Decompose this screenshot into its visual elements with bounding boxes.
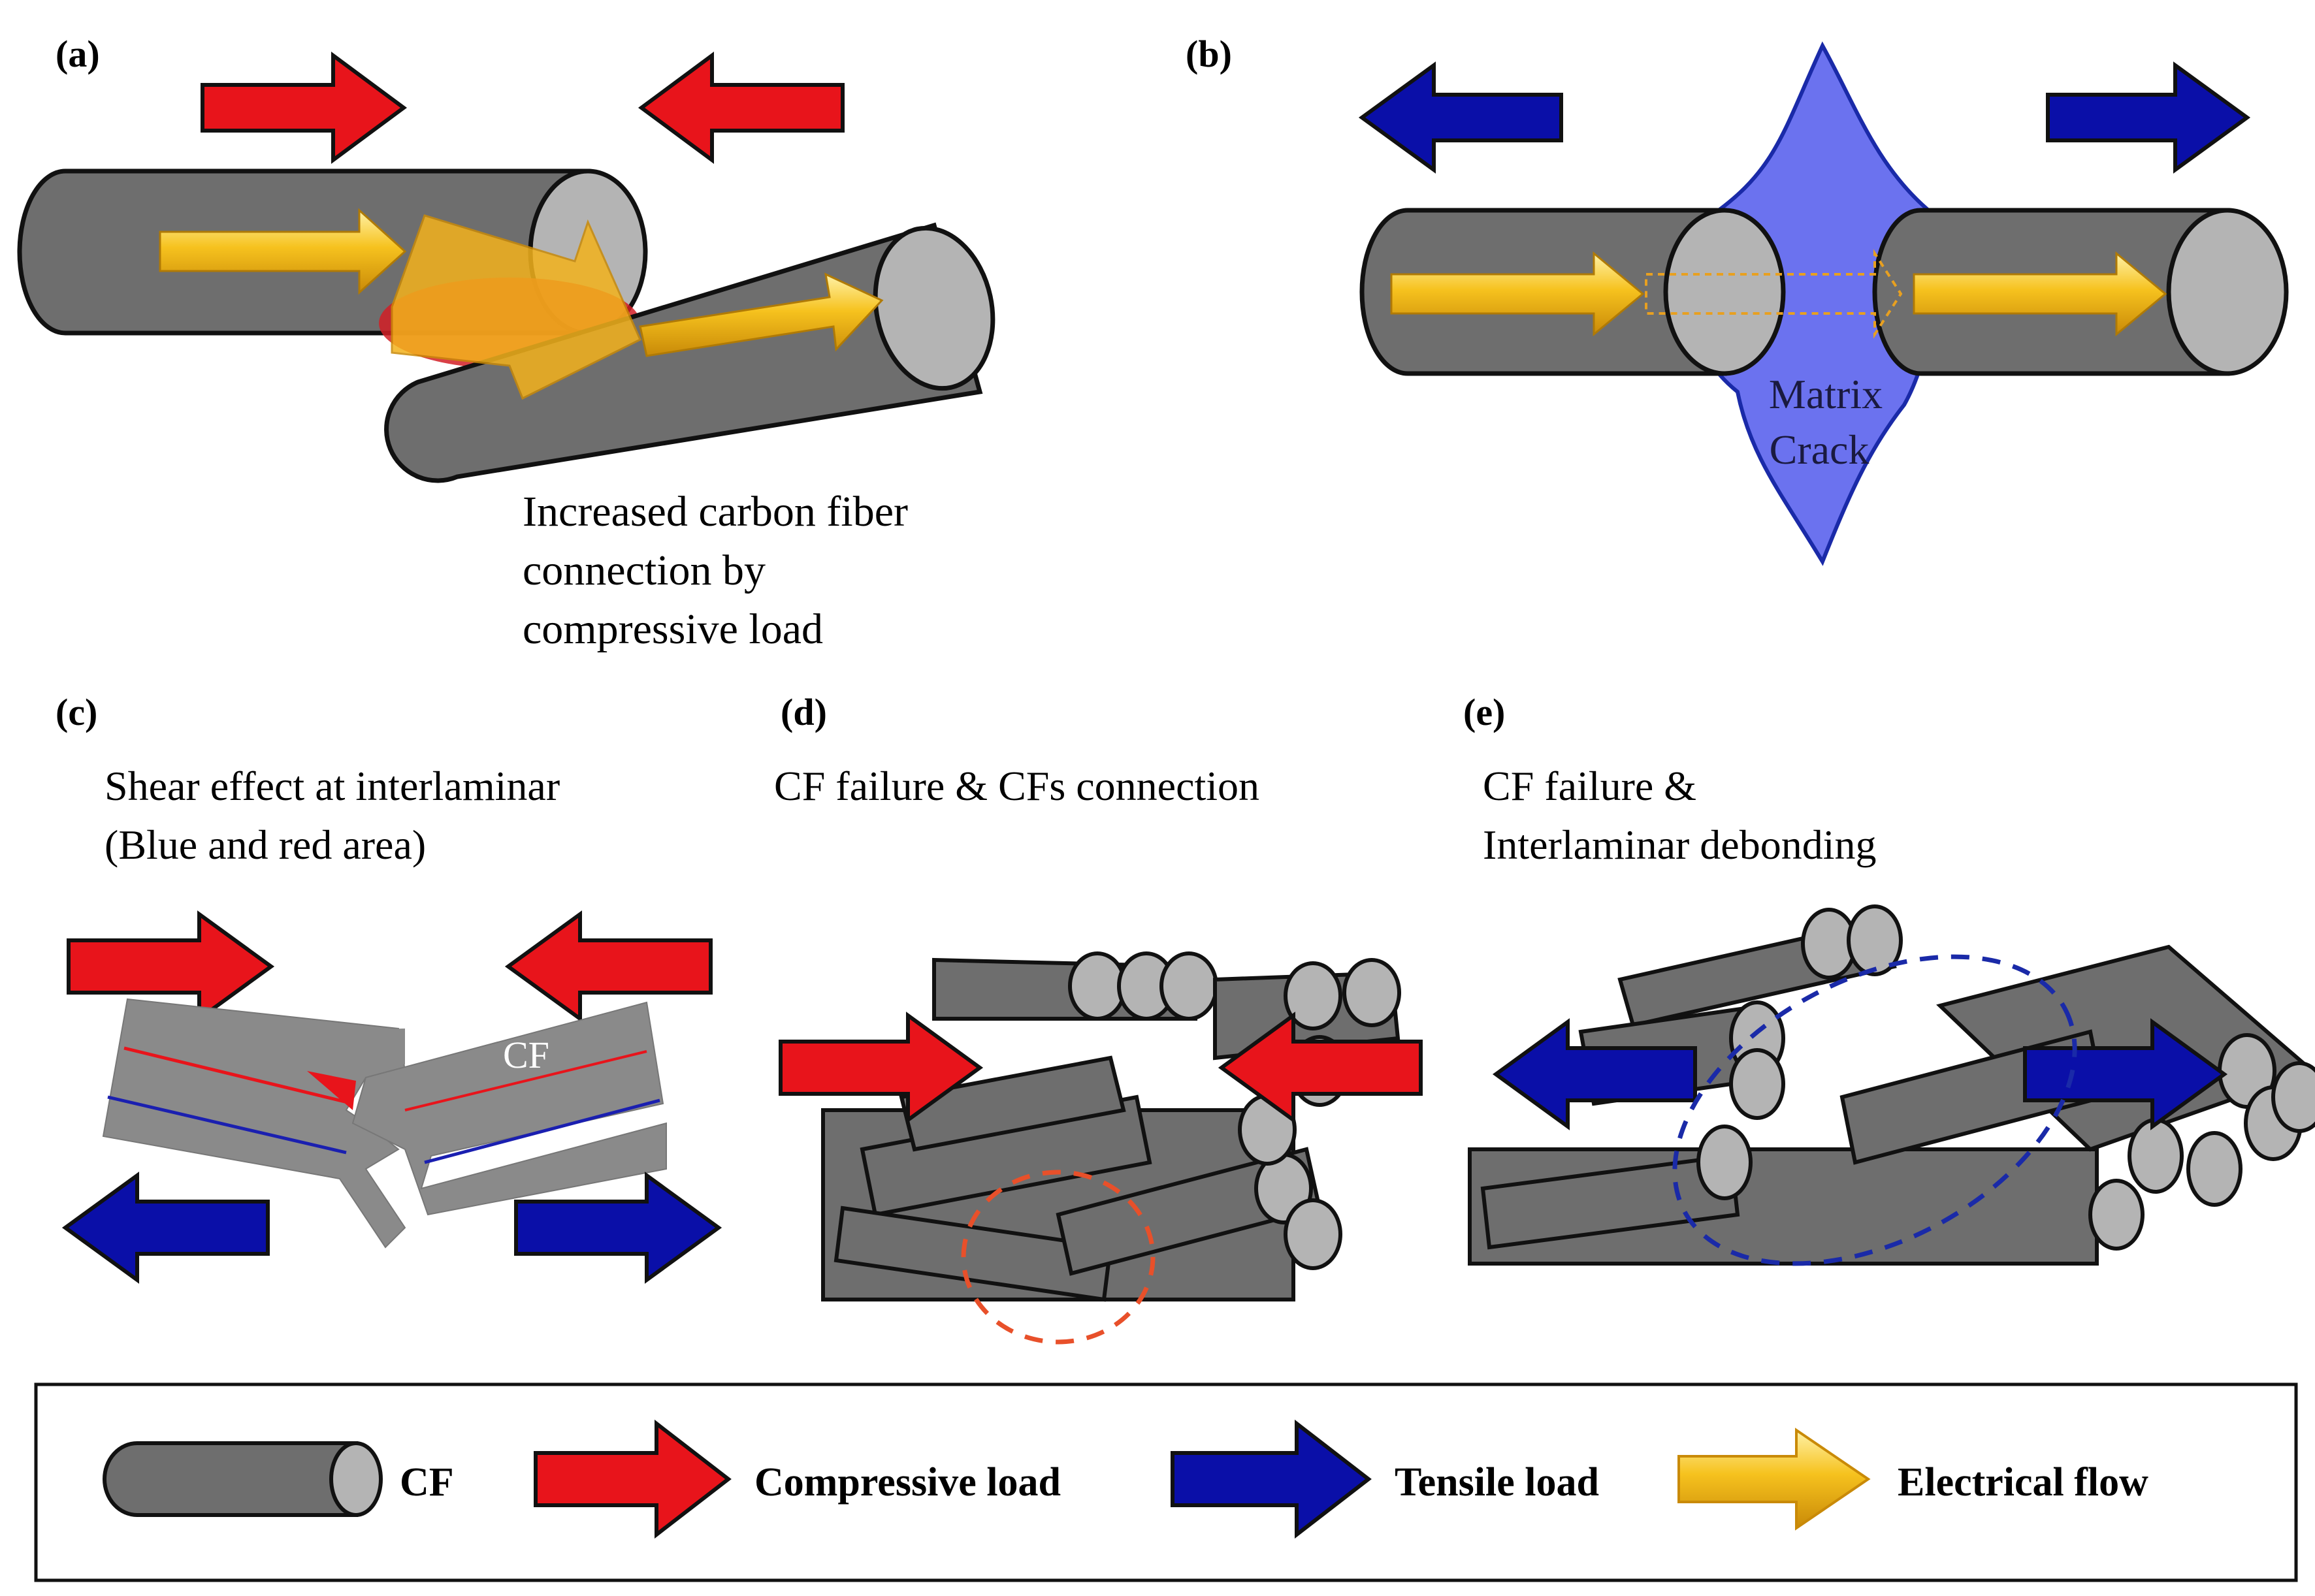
panel-a-caption-line-2: connection by xyxy=(523,547,766,594)
panel-b-electrical-arrow-right xyxy=(1913,251,2167,337)
panel-b-label: (b) xyxy=(1186,33,1232,75)
panel-e-label: (e) xyxy=(1463,691,1505,733)
panel-e: (e) CF failure & Interlaminar debonding xyxy=(1463,691,2315,1266)
panel-d: (d) CF failure & CFs connection xyxy=(774,691,1423,1345)
panel-a-electrical-burst xyxy=(391,214,641,400)
panel-c-caption-line-1: Shear effect at interlaminar xyxy=(105,763,560,809)
panel-a-caption-line-3: compressive load xyxy=(523,605,823,653)
panel-e-debonding-circle xyxy=(1672,954,2077,1266)
legend-tensile-label: Tensile load xyxy=(1395,1460,1599,1505)
panel-c: (c) Shear effect at interlaminar (Blue a… xyxy=(56,691,722,1284)
panel-a-electrical-arrow-1 xyxy=(159,208,407,295)
legend: CF Compressive load Tensile load Electri… xyxy=(34,1382,2298,1582)
panel-c-laminate-right xyxy=(351,1001,667,1216)
panel-e-caption-line-1: CF failure & xyxy=(1483,763,1696,809)
panel-b-tensile-arrow-right xyxy=(2046,61,2251,174)
panel-a-label: (a) xyxy=(56,33,100,75)
panel-b-crack-line-2: Crack xyxy=(1770,426,1870,473)
panel-c-shear-red-line-left xyxy=(123,1046,353,1106)
panel-d-failure-circle xyxy=(961,1170,1156,1345)
panel-e-caption-line-2: Interlaminar debonding xyxy=(1483,822,1876,868)
legend-tensile-icon xyxy=(1171,1419,1372,1539)
panel-b-crack-line-1: Matrix xyxy=(1769,371,1883,417)
legend-box xyxy=(34,1382,2298,1582)
panel-c-shear-blue-line-right xyxy=(424,1098,660,1164)
panel-c-shear-blue-line-left xyxy=(107,1095,347,1155)
panel-b-electrical-arrow-broken xyxy=(1645,249,1903,339)
legend-cf-icon xyxy=(103,1441,383,1517)
panel-b-electrical-arrow-left xyxy=(1390,251,1645,337)
panel-c-shear-red-line-right xyxy=(404,1050,647,1111)
panel-d-compressive-arrow-right xyxy=(779,1012,984,1124)
panel-c-tensile-arrow-right xyxy=(514,1172,722,1284)
panel-c-caption-line-2: (Blue and red area) xyxy=(105,822,426,868)
panel-a-compressive-arrow-right xyxy=(201,52,408,164)
panel-c-label: (c) xyxy=(56,691,97,733)
legend-compressive-label: Compressive load xyxy=(754,1460,1061,1505)
panel-c-compressive-arrow-right xyxy=(67,910,275,1023)
panel-d-fiber-bundle xyxy=(821,951,1401,1302)
panel-d-label: (d) xyxy=(781,691,827,733)
panel-b: (b) Matrix Crack xyxy=(1186,33,2289,566)
panel-e-tensile-arrow-left xyxy=(1492,1018,1697,1130)
panel-d-caption: CF failure & CFs connection xyxy=(774,763,1259,809)
panel-a-electrical-arrow-2 xyxy=(639,272,884,357)
panel-a-caption-line-1: Increased carbon fiber xyxy=(523,488,908,535)
panel-a: (a) Increased carbon fiber xyxy=(17,33,996,653)
legend-electrical-icon xyxy=(1677,1428,1871,1531)
panel-c-fiber-label: CF xyxy=(503,1034,549,1076)
legend-electrical-label: Electrical flow xyxy=(1898,1460,2148,1505)
panel-b-tensile-arrow-left xyxy=(1358,61,1563,174)
panel-c-tensile-arrow-left xyxy=(61,1172,270,1284)
panel-c-compressive-arrow-left xyxy=(504,910,713,1023)
panel-a-compressive-arrow-left xyxy=(638,52,845,164)
legend-cf-label: CF xyxy=(400,1460,454,1505)
panel-d-compressive-arrow-left xyxy=(1218,1012,1423,1124)
legend-compressive-icon xyxy=(534,1419,732,1539)
